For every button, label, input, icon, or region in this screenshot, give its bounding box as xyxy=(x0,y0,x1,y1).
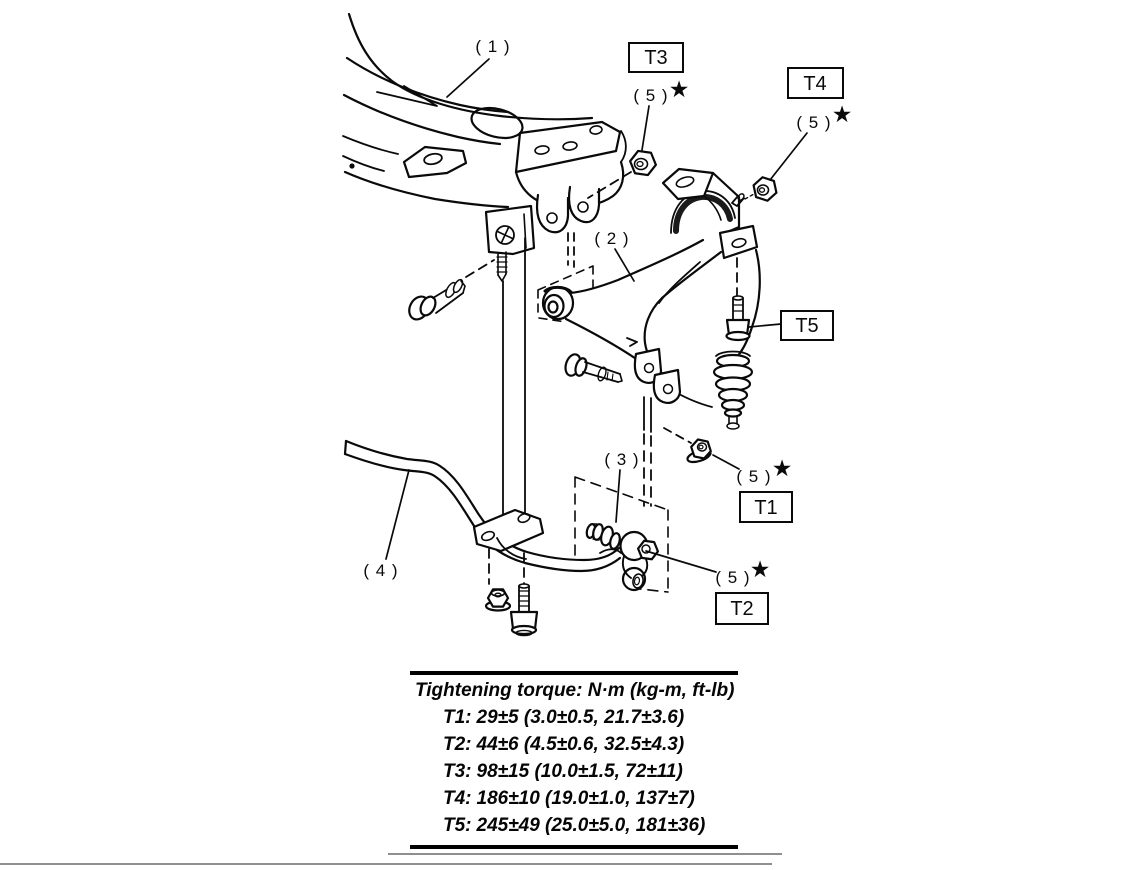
torque-table-row-t1: T1:29±5 (3.0±0.5, 21.7±3.6) xyxy=(443,704,738,731)
torque-tag-box-t1: T1 xyxy=(739,491,793,523)
nut-t4 xyxy=(752,176,778,202)
torque-tag-box-t3: T3 xyxy=(628,42,684,73)
callout-part-3: ( 3 ) xyxy=(604,450,639,469)
torque-row-value: 29±5 (3.0±0.5, 21.7±3.6) xyxy=(476,707,685,728)
torque-row-value: 98±15 (10.0±1.5, 72±11) xyxy=(476,761,683,782)
clamp-bolt xyxy=(509,583,539,637)
torque-row-value: 44±6 (4.5±0.6, 32.5±4.3) xyxy=(476,734,685,755)
torque-table: Tightening torque: N·m (kg-m, ft-lb) T1:… xyxy=(410,671,738,849)
callout-part-5-t3: ( 5 ) xyxy=(633,86,668,105)
torque-row-value: 186±10 (19.0±1.0, 137±7) xyxy=(476,788,695,809)
ball-joint-boot xyxy=(712,350,754,430)
stabilizer-bar-part-4 xyxy=(343,439,622,573)
clamp-flange-nut xyxy=(484,588,512,612)
svg-text:T2: T2 xyxy=(730,598,753,620)
torque-row-tag: T5: xyxy=(443,815,472,836)
leader-lines xyxy=(385,58,808,573)
stabilizer-clamp xyxy=(472,508,545,560)
star-marker-t1: ★ xyxy=(772,455,793,481)
crossmember-part-1 xyxy=(342,12,627,282)
star-marker-t4: ★ xyxy=(832,101,853,127)
svg-text:T1: T1 xyxy=(754,497,777,519)
arm-fork-ears xyxy=(633,347,682,404)
callout-part-5-t2: ( 5 ) xyxy=(715,568,750,587)
arm-bushing-bracket xyxy=(661,167,759,260)
crossmember-stud-bolt xyxy=(495,225,515,282)
nut-t1 xyxy=(686,438,712,464)
svg-text:T5: T5 xyxy=(795,315,818,337)
torque-row-tag: T4: xyxy=(443,788,472,809)
stabilizer-link-part-3 xyxy=(585,523,660,592)
callout-part-2: ( 2 ) xyxy=(594,229,629,248)
torque-row-tag: T2: xyxy=(443,734,472,755)
transverse-link-part-2 xyxy=(541,167,761,430)
torque-row-value: 245±49 (25.0±5.0, 181±36) xyxy=(476,815,706,836)
torque-table-title: Tightening torque: N·m (kg-m, ft-lb) xyxy=(415,680,735,701)
torque-table-row-t2: T2:44±6 (4.5±0.6, 32.5±4.3) xyxy=(443,731,738,758)
nut-t3 xyxy=(629,149,657,177)
torque-tag-box-t4: T4 xyxy=(787,67,844,99)
arm-inner-bushing xyxy=(541,285,575,321)
torque-tag-box-t2: T2 xyxy=(715,592,769,625)
crossmember-bolt xyxy=(408,278,466,321)
svg-text:T3: T3 xyxy=(644,47,667,69)
callout-part-5-t1: ( 5 ) xyxy=(736,467,771,486)
page-divider-short xyxy=(388,853,782,855)
star-marker-t3: ★ xyxy=(669,76,690,102)
torque-row-tag: T3: xyxy=(443,761,472,782)
bolt-t5 xyxy=(725,295,751,342)
star-marker-t2: ★ xyxy=(750,556,771,582)
torque-table-row-t5: T5:245±49 (25.0±5.0, 181±36) xyxy=(443,812,738,839)
callout-part-4: ( 4 ) xyxy=(363,561,398,580)
arm-ear-bolt xyxy=(564,353,623,383)
callout-part-1: ( 1 ) xyxy=(475,37,510,56)
torque-row-tag: T1: xyxy=(443,707,472,728)
page-divider-long xyxy=(0,863,772,865)
svg-text:T4: T4 xyxy=(803,73,826,95)
torque-table-row-t4: T4:186±10 (19.0±1.0, 137±7) xyxy=(443,785,738,812)
callout-part-5-t4: ( 5 ) xyxy=(796,113,831,132)
torque-table-row-t3: T3:98±15 (10.0±1.5, 72±11) xyxy=(443,758,738,785)
torque-tag-box-t5: T5 xyxy=(780,310,834,341)
